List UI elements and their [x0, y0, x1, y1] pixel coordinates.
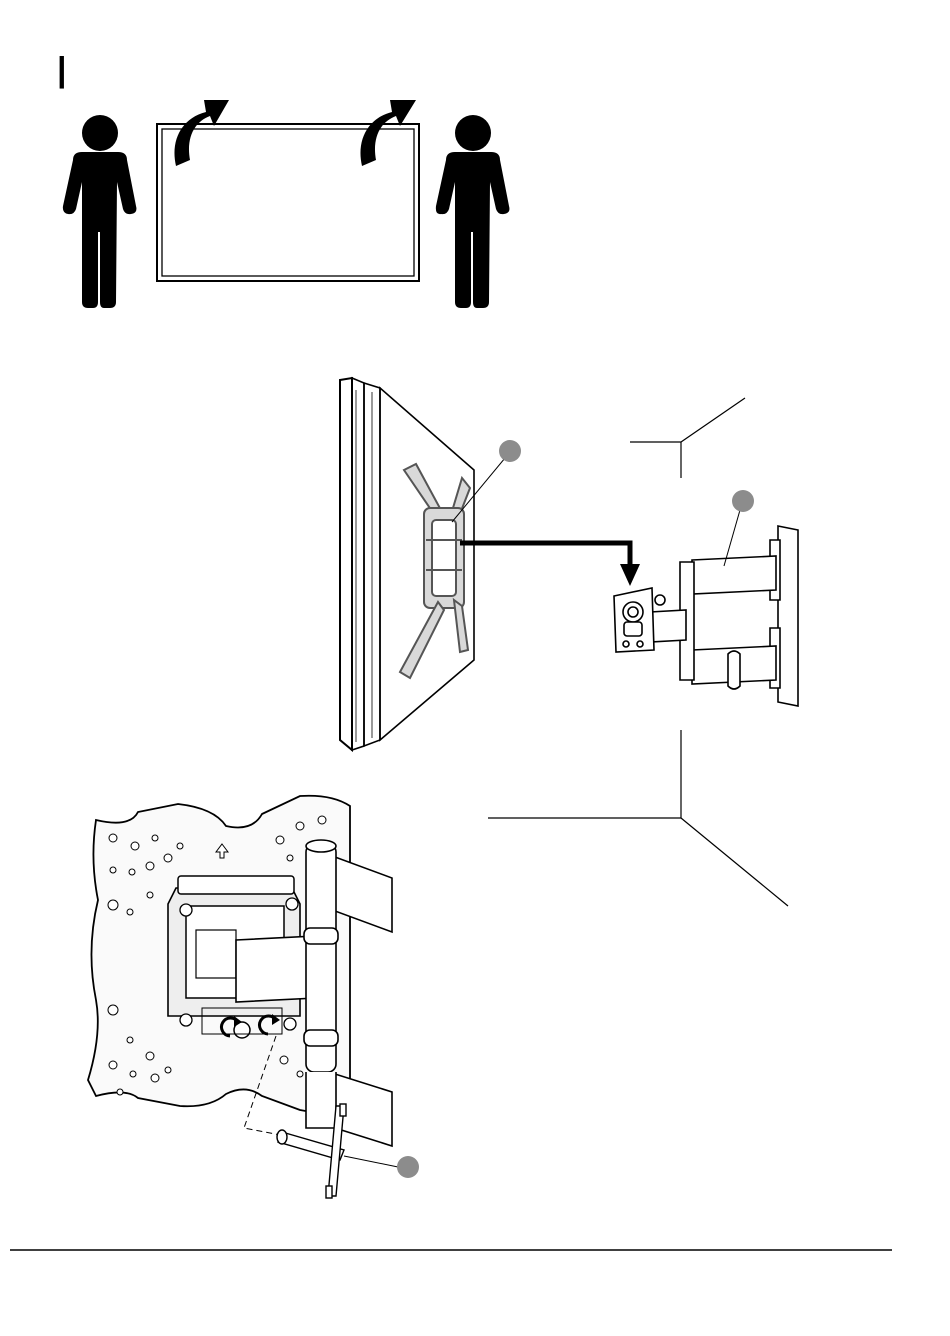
section-marker: |	[57, 51, 67, 89]
attach-arrow	[460, 543, 640, 586]
callout-wrench	[397, 1156, 419, 1178]
lift-arrow-right	[360, 100, 416, 166]
curved-arrow-icon	[360, 100, 416, 166]
lift-arrow-left	[174, 100, 229, 166]
person-left	[63, 115, 137, 308]
person-right	[436, 115, 510, 308]
person-icon	[63, 115, 137, 308]
callout-arm	[732, 490, 754, 512]
tv-mount-plate	[400, 464, 470, 678]
tv-screen-outline	[157, 124, 419, 281]
person-icon	[436, 115, 510, 308]
down-arrow-icon	[620, 564, 640, 586]
callout-tv-bracket	[499, 440, 521, 462]
curved-arrow-icon	[174, 100, 229, 166]
wall-arm-assembly	[614, 526, 798, 706]
